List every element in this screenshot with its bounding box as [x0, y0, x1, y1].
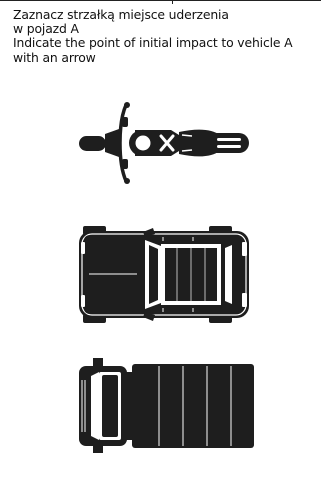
impact-instructions: Zaznacz strzałką miejsce uderzenia w poj…: [13, 8, 313, 65]
motorcycle-top-view-icon[interactable]: [79, 99, 249, 187]
top-divider-tick: [172, 0, 173, 4]
instruction-english-line-1: Indicate the point of initial impact to …: [13, 36, 313, 50]
instruction-english-line-2: with an arrow: [13, 51, 313, 65]
truck-top-view-icon[interactable]: [79, 358, 254, 453]
top-divider-line: [0, 0, 321, 1]
instruction-polish-line-2: w pojazd A: [13, 22, 313, 36]
instruction-polish-line-1: Zaznacz strzałką miejsce uderzenia: [13, 8, 313, 22]
car-top-view-icon[interactable]: [79, 226, 249, 323]
